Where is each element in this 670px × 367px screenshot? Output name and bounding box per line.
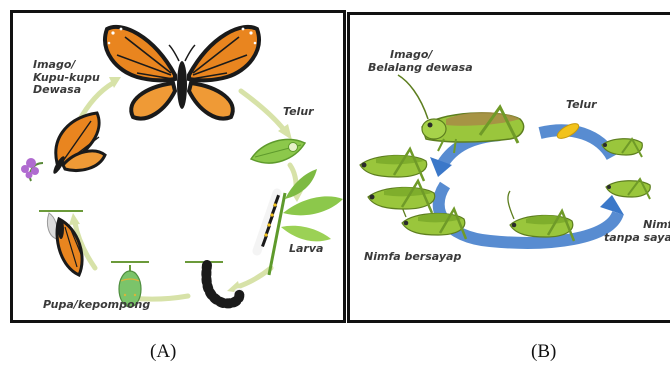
label-line: tanpa sayap bbox=[604, 232, 670, 245]
egg-on-leaf-icon bbox=[251, 140, 305, 163]
stage-label-nimfa-bersayap: Nimfa bersayap bbox=[364, 251, 461, 264]
label-line: Imago/ bbox=[368, 49, 473, 62]
stage-label-telur: Telur bbox=[283, 106, 314, 119]
caterpillar-on-leaves-icon bbox=[257, 169, 343, 275]
hanging-caterpillar-icon bbox=[185, 262, 239, 303]
label-line: Imago/ bbox=[33, 59, 100, 72]
winged-nymph-icon bbox=[508, 191, 574, 241]
label-line: Belalang dewasa bbox=[368, 62, 473, 75]
adult-grasshopper-icon bbox=[398, 75, 524, 153]
caption-a: (A) bbox=[150, 341, 176, 363]
caption-b: (B) bbox=[531, 341, 556, 363]
label-line: Nimfa bbox=[604, 219, 670, 232]
winged-nymph-icon bbox=[368, 181, 435, 213]
adult-butterfly-icon bbox=[105, 27, 259, 119]
panel-butterfly-life-cycle: Imago/ Kupu-kupu Dewasa Telur Larva Pupa… bbox=[10, 10, 346, 323]
stage-label-nimfa-tanpa-sayap: Nimfa tanpa sayap bbox=[604, 219, 670, 244]
stage-label-telur: Telur bbox=[566, 99, 597, 112]
stage-label-larva: Larva bbox=[289, 243, 323, 256]
stage-label-pupa: Pupa/kepompong bbox=[43, 299, 150, 312]
label-line: Dewasa bbox=[33, 84, 100, 97]
panel-grasshopper-life-cycle: Imago/ Belalang dewasa Telur Nimfa tanpa… bbox=[347, 12, 670, 323]
stage-label-imago: Imago/ Kupu-kupu Dewasa bbox=[33, 59, 100, 97]
wingless-nymph-icon bbox=[606, 179, 650, 199]
butterfly-on-flower-icon bbox=[21, 113, 105, 181]
cycle-arrows bbox=[75, 83, 296, 299]
winged-nymph-icon bbox=[360, 149, 427, 181]
stage-label-imago: Imago/ Belalang dewasa bbox=[368, 49, 473, 74]
